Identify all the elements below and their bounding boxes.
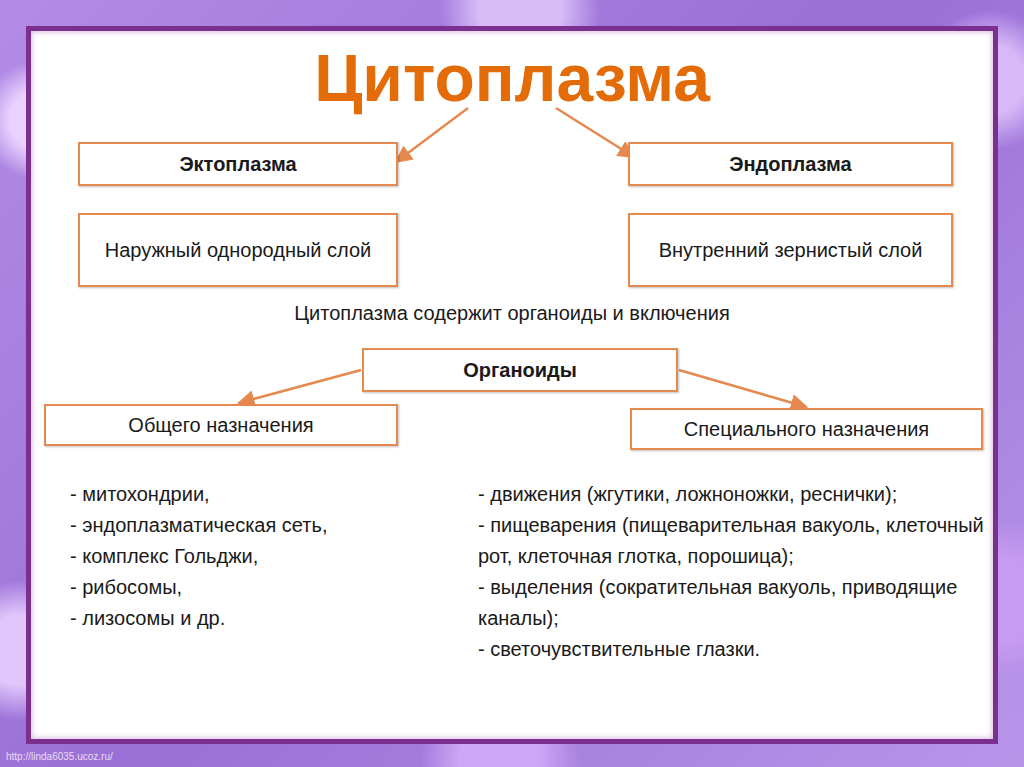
title-arrow — [556, 108, 634, 157]
list-item: - комплекс Гольджи, — [70, 541, 450, 572]
list-item: - пищеварения (пищеварительная вакуоль, … — [478, 510, 993, 572]
list-item: - рибосомы, — [70, 572, 450, 603]
text-box: Наружный однородный слой — [78, 213, 398, 287]
list-item: - выделения (сократительная вакуоль, при… — [478, 572, 993, 634]
list-item: - движения (жгутики, ложноножки, ресничк… — [478, 479, 993, 510]
header-box: Органоиды — [362, 348, 678, 392]
watermark: http://linda6035.ucoz.ru/ — [6, 751, 306, 763]
box-text: Специального назначения — [684, 416, 929, 442]
list-general: - митохондрии,- эндоплазматическая сеть,… — [70, 479, 450, 634]
box-text: Наружный однородный слой — [105, 237, 372, 263]
header-box: Эндоплазма — [628, 142, 953, 186]
list-item: - эндоплазматическая сеть, — [70, 510, 450, 541]
text-box: Специального назначения — [630, 408, 983, 450]
list-item: - митохондрии, — [70, 479, 450, 510]
title-arrow — [396, 108, 468, 162]
title: Цитоплазма — [0, 40, 1024, 116]
header-box: Эктоплазма — [78, 142, 398, 186]
note-text: Цитоплазма содержит органоиды и включени… — [0, 298, 1024, 329]
text-box: Внутренний зернистый слой — [628, 213, 953, 287]
box-text: Внутренний зернистый слой — [659, 237, 923, 263]
box-text: Органоиды — [463, 357, 577, 383]
caption-line: Цитоплазма содержит органоиды и включени… — [0, 298, 1024, 329]
box-text: Эндоплазма — [729, 151, 851, 177]
list-item: - лизосомы и др. — [70, 603, 450, 634]
arrow-connector — [239, 370, 361, 403]
watermark: http://linda6035.ucoz.ru/ — [6, 751, 306, 763]
list-special: - движения (жгутики, ложноножки, ресничк… — [478, 479, 993, 665]
box-text: Эктоплазма — [179, 151, 296, 177]
text-box: Общего назначения — [44, 404, 398, 446]
arrow-connector — [679, 370, 807, 407]
list-item: - светочувствительные глазки. — [478, 634, 993, 665]
box-text: Общего назначения — [128, 412, 313, 438]
